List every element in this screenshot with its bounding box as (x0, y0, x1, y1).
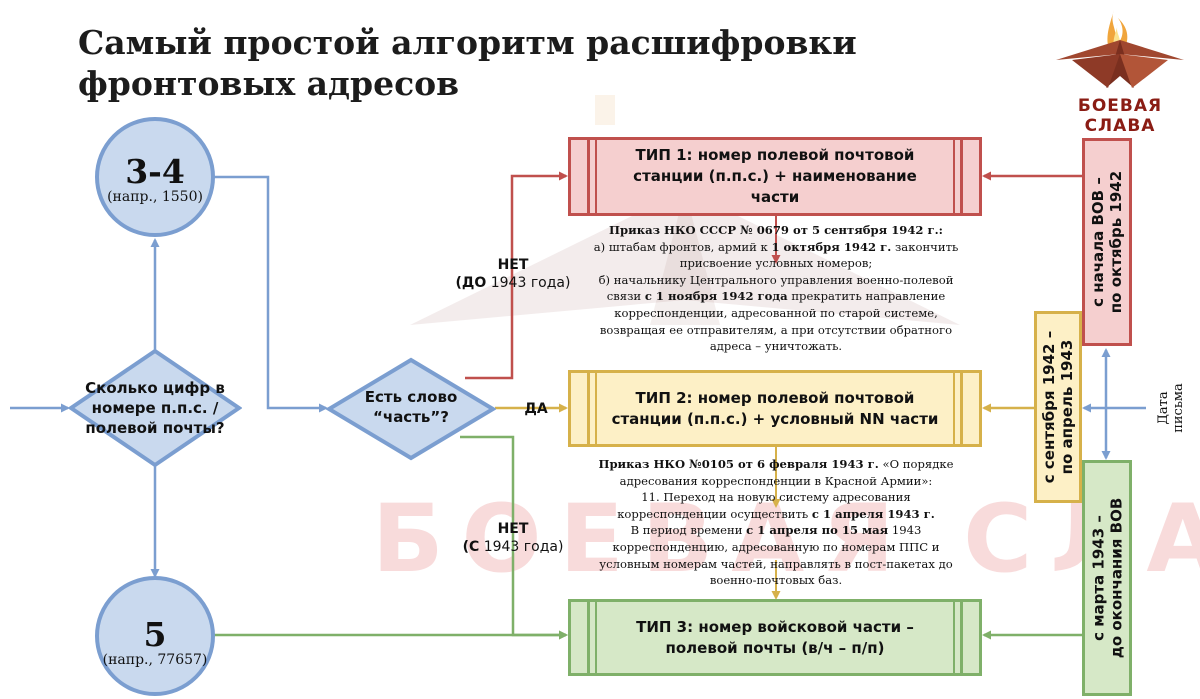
period-2-box: с сентября 1942 – по апрель 1943 (1034, 311, 1082, 503)
order-0105-text: Приказ НКО №0105 от 6 февраля 1943 г. «О… (556, 456, 996, 589)
order1-b-date: с 1 ноября 1942 года (644, 289, 788, 304)
label-no-before-word: НЕТ (497, 257, 529, 273)
order2-head-rest: «О порядке (878, 457, 954, 471)
circle-3-4-example: (напр., 1550) (107, 189, 203, 205)
date-label-line-1: Дата (1156, 391, 1171, 425)
date-label-line-2: письма (1171, 383, 1186, 433)
order2-line5-post: 1943 (888, 523, 922, 538)
order1-b-post: прекратить направление (787, 289, 946, 304)
decision-digits-line-2: номере п.п.с. / (91, 399, 219, 417)
label-no-before-year: 1943 года) (486, 275, 571, 291)
order-0679-text: Приказ НКО СССР № 0679 от 5 сентября 194… (556, 222, 996, 355)
label-no-before-prefix: (ДО (455, 275, 487, 291)
period-1-box: с начала ВОВ – по октябрь 1942 (1082, 138, 1132, 346)
decision-digits-count: Сколько цифр в номере п.п.с. / полевой п… (67, 348, 243, 468)
decision-word-line-2: “часть”? (373, 408, 449, 426)
order2-line6: корреспонденцию, адресованную по номерам… (612, 539, 940, 554)
order2-line4-pre: корреспонденции осуществить (617, 506, 812, 521)
eternal-flame-star-icon (1056, 10, 1184, 88)
label-yes: ДА (516, 400, 556, 418)
label-no-after-year: 1943 года) (479, 539, 564, 555)
period-3-box: с марта 1943 – до окончания ВОВ (1082, 460, 1132, 696)
type-3-line-2: полевой почты (в/ч – п/п) (665, 638, 885, 657)
label-no-after-word: НЕТ (497, 521, 529, 537)
period-3-line-2: до окончания ВОВ (1107, 497, 1125, 659)
label-yes-text: ДА (524, 401, 548, 417)
period-1-line-1: с начала ВОВ – (1089, 177, 1107, 307)
type-1-box: ТИП 1: номер полевой почтовой станции (п… (568, 137, 982, 216)
period-2-line-1: с сентября 1942 – (1040, 330, 1058, 484)
type-1-line-2: станции (п.п.с.) + наименование (633, 167, 917, 185)
decision-diamond-shape (67, 348, 243, 468)
page-title: Самый простой алгоритм расшифровки фронт… (78, 22, 898, 104)
decision-digits-line-3: полевой почты? (85, 419, 225, 437)
order2-line7: условным номерам частей, направлять в по… (599, 556, 953, 571)
period-1-line-2: по октябрь 1942 (1107, 170, 1125, 314)
order1-a-post: закончить (891, 239, 959, 254)
arrow-3-4-to-word (214, 175, 328, 413)
circle-3-4-digits: 3-4 (напр., 1550) (95, 117, 215, 237)
type-3-box: ТИП 3: номер войсковой части – полевой п… (568, 599, 982, 676)
date-of-letter-label: Дата письма (1146, 370, 1196, 446)
decision-digits-line-1: Сколько цифр в (85, 379, 225, 397)
order1-b-pre: связи (606, 289, 645, 304)
order2-head: Приказ НКО №0105 от 6 февраля 1943 г. (598, 457, 879, 471)
decision-word-line-1: Есть слово (364, 388, 458, 406)
order1-b-line3: корреспонденции, адресованной по старой … (614, 305, 938, 320)
order2-line5-dates: с 1 апреля по 15 мая (746, 523, 889, 538)
label-no-from-1943: НЕТ (С 1943 года) (448, 520, 578, 556)
order1-head: Приказ НКО СССР № 0679 от 5 сентября 194… (609, 223, 943, 237)
title-line-1: Самый простой алгоритм расшифровки (78, 23, 857, 62)
period-3-line-1: с марта 1943 – (1089, 515, 1107, 641)
order2-line5-pre: В период времени (630, 523, 747, 538)
arrow-no-to-type1 (465, 171, 568, 380)
logo: БОЕВАЯ СЛАВА (1052, 2, 1188, 136)
watermark-text: БОЕВАЯ СЛАВА (372, 485, 1200, 594)
label-no-after-prefix: (С (462, 539, 480, 555)
title-line-2: фронтовых адресов (78, 64, 460, 103)
type-2-line-1: ТИП 2: номер полевой почтовой (635, 388, 915, 407)
order1-a-pre: а) штабам фронтов, армий к (593, 239, 772, 254)
circle-5-number: 5 (143, 615, 167, 654)
order1-b-line5: адреса – уничтожать. (709, 339, 843, 354)
order1-a-date: 1 октября 1942 г. (771, 239, 892, 254)
order2-line3: 11. Переход на новую систему адресования (641, 490, 911, 505)
type-2-box: ТИП 2: номер полевой почтовой станции (п… (568, 370, 982, 447)
order2-line2: адресования корреспонденции в Красной Ар… (619, 473, 933, 488)
type-3-line-1: ТИП 3: номер войсковой части – (636, 617, 914, 636)
logo-text: БОЕВАЯ СЛАВА (1077, 96, 1163, 136)
circle-5-digits: 5 (напр., 77657) (95, 576, 215, 696)
order2-line4-date: с 1 апреля 1943 г. (811, 506, 935, 521)
circle-5-example: (напр., 77657) (102, 652, 208, 668)
circle-3-4-number: 3-4 (125, 152, 185, 191)
type-1-line-3: части (750, 188, 800, 206)
order2-line8: военно-почтовых баз. (709, 573, 843, 588)
decision-word-part: Есть слово “часть”? (325, 357, 497, 461)
decision-word-diamond-shape (325, 357, 497, 461)
order1-b-line1: б) начальнику Центрального управления во… (598, 272, 954, 287)
label-no-before-1943: НЕТ (ДО 1943 года) (448, 256, 578, 292)
order1-a-line2: присвоение условных номеров; (679, 256, 873, 271)
order1-b-line4: возвращая ее отправителям, а при отсутст… (599, 322, 953, 337)
type-1-line-1: ТИП 1: номер полевой почтовой (635, 146, 915, 164)
background-star-watermark (380, 95, 990, 395)
type-2-line-2: станции (п.п.с.) + условный NN части (611, 409, 939, 428)
period-2-line-2: по апрель 1943 (1058, 339, 1076, 475)
